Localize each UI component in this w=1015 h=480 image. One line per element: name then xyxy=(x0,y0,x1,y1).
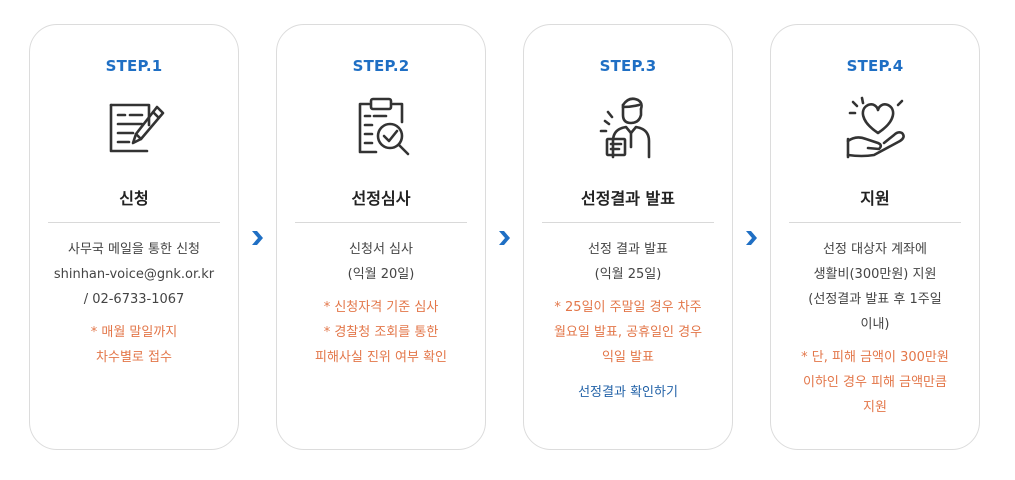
step-card-2: STEP.2 선정심사 신청서 심사 (익월 20일) * 신청자격 기준 심사… xyxy=(276,24,486,450)
note-line: * 매월 말일까지 xyxy=(90,325,178,340)
divider xyxy=(789,222,961,223)
note-line: * 신청자격 기준 심사 xyxy=(323,300,439,315)
step-card-1: STEP.1 신청 사무국 메일을 통한 신청 shinhan-voice@gn… xyxy=(29,24,239,450)
desc-line: / 02-6733-1067 xyxy=(83,292,185,307)
chevron-right-icon xyxy=(497,230,511,246)
desc-line: 선정 결과 발표 xyxy=(587,242,669,257)
note-line: 월요일 발표, 공휴일인 경우 xyxy=(553,325,703,340)
step-content: 선정 결과 발표 (익월 25일) * 25일이 주말일 경우 차주 월요일 발… xyxy=(534,237,722,405)
step-note: * 신청자격 기준 심사 * 경찰청 조회를 통한 피해사실 진위 여부 확인 xyxy=(287,295,475,370)
divider xyxy=(542,222,714,223)
desc-line: 신청서 심사 xyxy=(349,242,413,257)
desc-line: 생활비(300만원) 지원 xyxy=(813,267,937,282)
step-title: 신청 xyxy=(119,189,149,208)
step-label: STEP.2 xyxy=(352,57,410,75)
step-content: 사무국 메일을 통한 신청 shinhan-voice@gnk.or.kr / … xyxy=(40,237,228,370)
clipboard-check-search-icon xyxy=(346,91,418,163)
step-content: 선정 대상자 계좌에 생활비(300만원) 지원 (선정결과 발표 후 1주일 … xyxy=(781,237,969,420)
note-line: 차수별로 접수 xyxy=(96,350,172,365)
step-label: STEP.4 xyxy=(846,57,904,75)
note-line: * 25일이 주말일 경우 차주 xyxy=(554,300,702,315)
note-line: 익일 발표 xyxy=(602,350,654,365)
desc-line: (익월 25일) xyxy=(594,267,662,282)
step-label: STEP.3 xyxy=(599,57,657,75)
step-title: 선정결과 발표 xyxy=(581,189,675,208)
divider xyxy=(48,222,220,223)
step-description: 선정 대상자 계좌에 생활비(300만원) 지원 (선정결과 발표 후 1주일 … xyxy=(781,237,969,337)
note-line: * 경찰청 조회를 통한 xyxy=(323,325,439,340)
step-label: STEP.1 xyxy=(105,57,163,75)
divider xyxy=(295,222,467,223)
heart-hand-icon xyxy=(840,91,912,163)
desc-line: shinhan-voice@gnk.or.kr xyxy=(53,267,215,282)
step-description: 신청서 심사 (익월 20일) xyxy=(287,237,475,287)
check-result-link[interactable]: 선정결과 확인하기 xyxy=(578,385,678,400)
chevron-right-icon xyxy=(250,230,264,246)
step-title: 선정심사 xyxy=(351,189,411,208)
step-description: 선정 결과 발표 (익월 25일) xyxy=(534,237,722,287)
note-line: 피해사실 진위 여부 확인 xyxy=(315,350,447,365)
person-announcement-icon xyxy=(593,91,665,163)
step-card-3: STEP.3 선정결과 발표 선정 결과 발표 (익월 25일) * 25일이 … xyxy=(523,24,733,450)
desc-line: 이내) xyxy=(860,317,890,332)
desc-line: (선정결과 발표 후 1주일 xyxy=(808,292,942,307)
step-description: 사무국 메일을 통한 신청 shinhan-voice@gnk.or.kr / … xyxy=(40,237,228,312)
step-title: 지원 xyxy=(860,189,890,208)
desc-line: 사무국 메일을 통한 신청 xyxy=(68,242,200,257)
step-note: * 매월 말일까지 차수별로 접수 xyxy=(40,320,228,370)
note-line: * 단, 피해 금액이 300만원 xyxy=(801,350,949,365)
note-line: 이하인 경우 피해 금액만큼 xyxy=(803,375,947,390)
document-pen-icon xyxy=(99,91,171,163)
desc-line: 선정 대상자 계좌에 xyxy=(823,242,927,257)
step-card-4: STEP.4 지원 선정 대상자 계좌에 생활비(300만원) 지원 (선정결과… xyxy=(770,24,980,450)
step-note: * 25일이 주말일 경우 차주 월요일 발표, 공휴일인 경우 익일 발표 xyxy=(534,295,722,370)
step-note: * 단, 피해 금액이 300만원 이하인 경우 피해 금액만큼 지원 xyxy=(781,345,969,420)
desc-line: (익월 20일) xyxy=(347,267,415,282)
note-line: 지원 xyxy=(863,400,887,415)
step-content: 신청서 심사 (익월 20일) * 신청자격 기준 심사 * 경찰청 조회를 통… xyxy=(287,237,475,370)
chevron-right-icon xyxy=(744,230,758,246)
